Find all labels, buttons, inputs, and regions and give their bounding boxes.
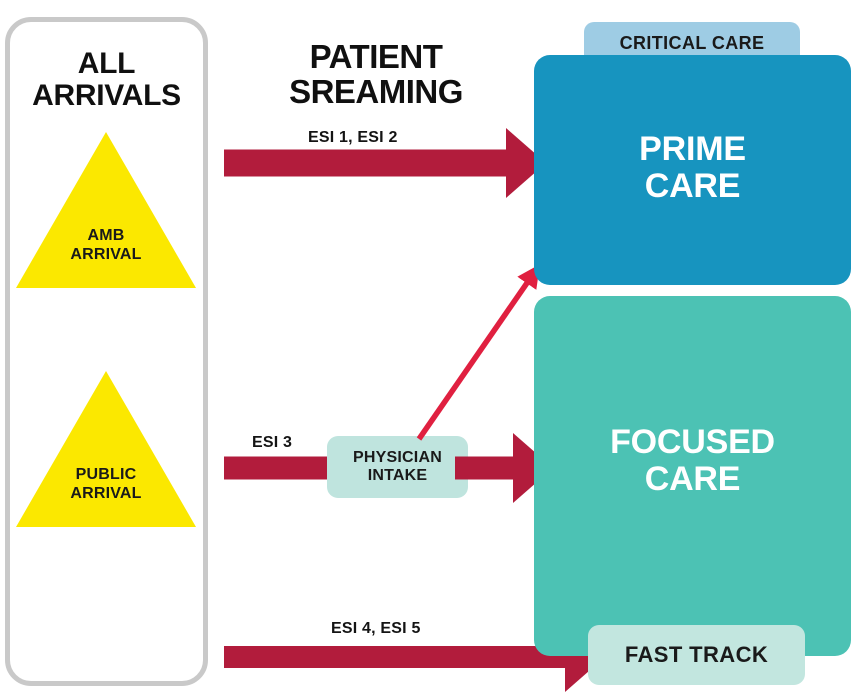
public-arrival-label: PUBLIC ARRIVAL <box>16 466 196 503</box>
physician-intake-line2: INTAKE <box>367 467 428 484</box>
public-arrival-triangle: PUBLIC ARRIVAL <box>16 371 196 527</box>
triangle-icon <box>16 371 196 527</box>
amb-arrival-label: AMB ARRIVAL <box>16 227 196 264</box>
physician-intake-box[interactable]: PHYSICIAN INTAKE <box>327 436 468 498</box>
prime-care-line2: CARE <box>644 166 741 205</box>
public-arrival-line2: ARRIVAL <box>70 484 142 502</box>
arrow-shaft <box>224 149 509 177</box>
patient-streaming-line1: PATIENT <box>309 38 443 75</box>
focused-care-label: FOCUSED CARE <box>534 424 851 497</box>
all-arrivals-title-line1: ALL <box>77 47 136 80</box>
prime-care-label: PRIME CARE <box>534 131 851 204</box>
arrow-shaft <box>224 456 340 480</box>
arrow-shaft <box>224 646 568 668</box>
amb-arrival-line2: ARRIVAL <box>70 245 142 263</box>
focused-care-line2: CARE <box>644 459 741 498</box>
triangle-icon <box>16 132 196 288</box>
flow-arrow-esi-3-inbound <box>224 433 340 503</box>
patient-streaming-title: PATIENT SREAMING <box>226 38 526 110</box>
amb-arrival-line1: AMB <box>87 227 125 245</box>
all-arrivals-title-line2: ARRIVALS <box>32 79 181 113</box>
flow-label-esi-1-2: ESI 1, ESI 2 <box>308 129 398 146</box>
flow-label-esi-4-5: ESI 4, ESI 5 <box>331 620 421 637</box>
arrow-shaft <box>455 456 517 480</box>
public-arrival-line1: PUBLIC <box>75 466 137 484</box>
flow-label-esi-3: ESI 3 <box>252 434 293 451</box>
focused-care-line1: FOCUSED <box>610 423 775 461</box>
physician-intake-label: PHYSICIAN INTAKE <box>353 449 442 486</box>
all-arrivals-title: ALL ARRIVALS <box>10 47 203 113</box>
patient-streaming-line2: SREAMING <box>289 72 463 110</box>
fast-track-box[interactable]: FAST TRACK <box>588 625 805 685</box>
all-arrivals-panel: ALL ARRIVALS <box>5 17 208 686</box>
focused-care-box[interactable]: FOCUSED CARE <box>534 296 851 656</box>
amb-arrival-triangle: AMB ARRIVAL <box>16 132 196 288</box>
prime-care-line1: PRIME <box>639 130 746 168</box>
prime-care-box[interactable]: PRIME CARE <box>534 55 851 285</box>
physician-intake-line1: PHYSICIAN <box>353 448 442 466</box>
